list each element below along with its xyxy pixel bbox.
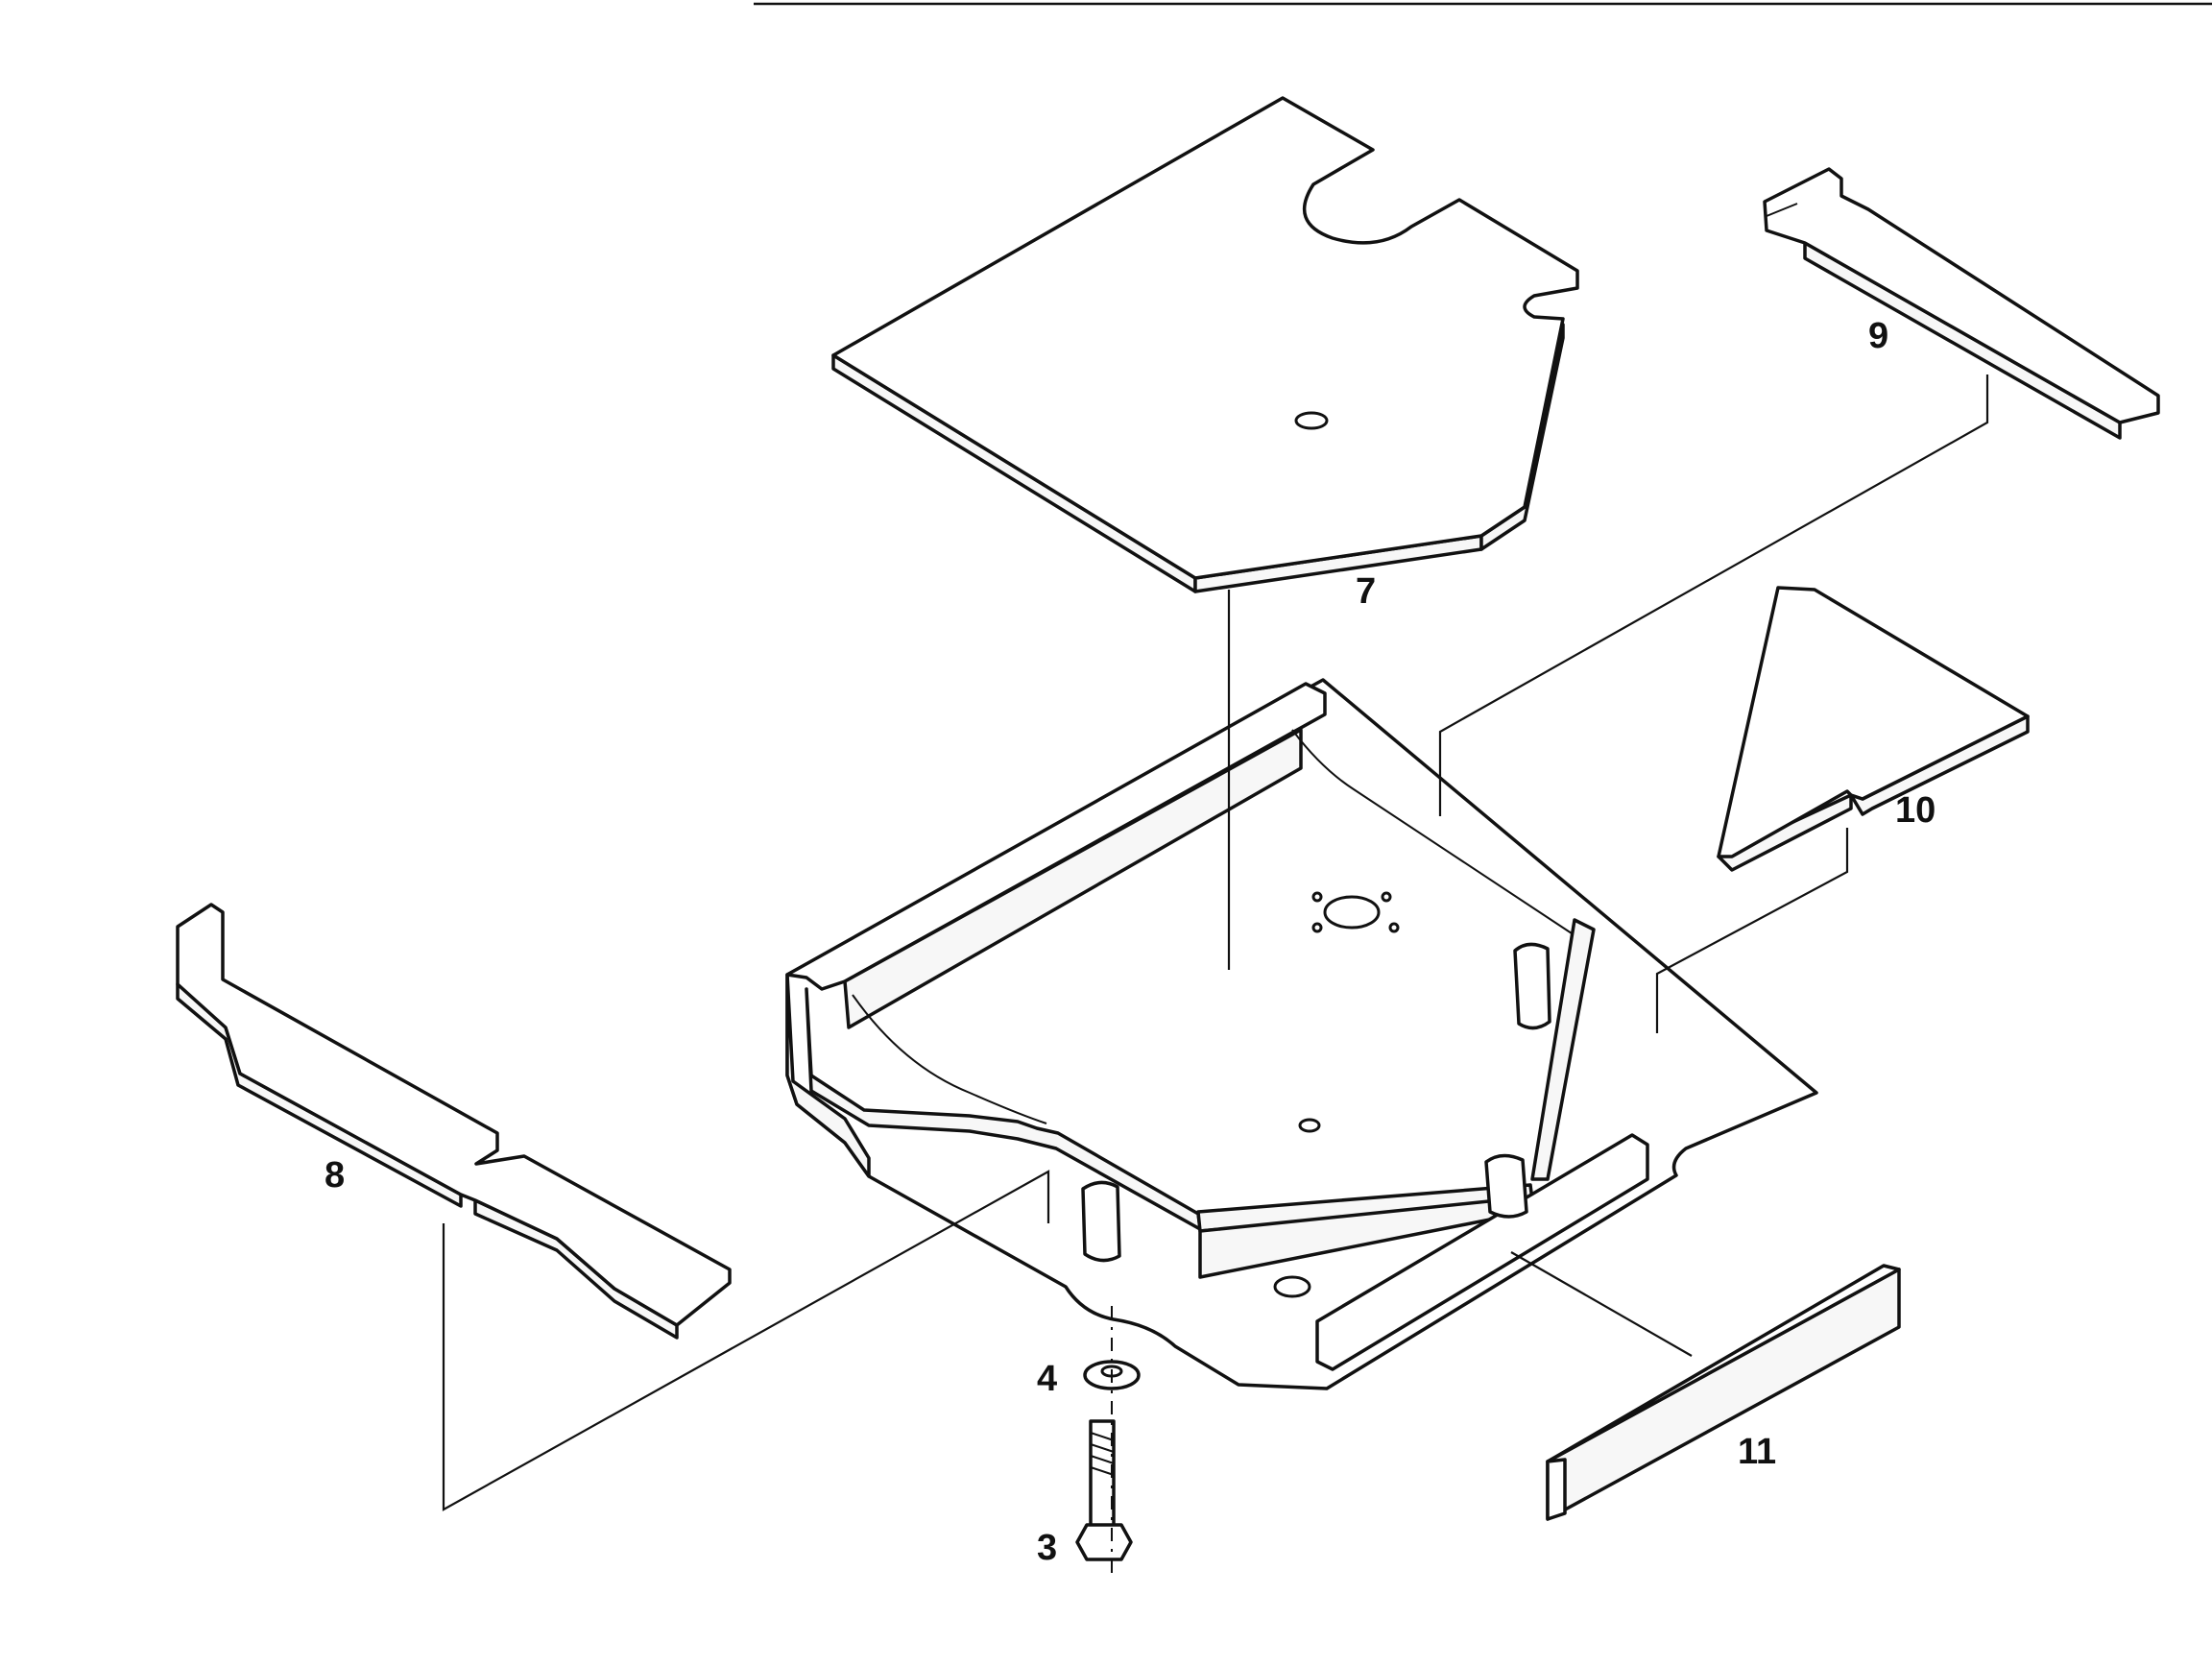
callout-11-label: 11 <box>1738 1432 1776 1472</box>
part-bolt <box>1075 1419 1133 1561</box>
callout-9-label: 9 <box>1868 316 1888 356</box>
callout-8-label: 8 <box>325 1155 345 1196</box>
part-cover-plate <box>831 96 1579 593</box>
part-strip <box>1546 1264 1901 1521</box>
callout-4-label: 4 <box>1037 1359 1057 1399</box>
callout-10-label: 10 <box>1895 790 1936 831</box>
part-right-bracket <box>1763 167 2160 440</box>
callout-7-label: 7 <box>1356 571 1376 612</box>
part-left-bracket <box>176 903 732 1340</box>
callout-3-label: 3 <box>1037 1528 1057 1568</box>
leader-lines <box>442 374 1989 1575</box>
part-base-tray <box>785 678 1818 1390</box>
part-corner-plate <box>1717 586 2030 872</box>
